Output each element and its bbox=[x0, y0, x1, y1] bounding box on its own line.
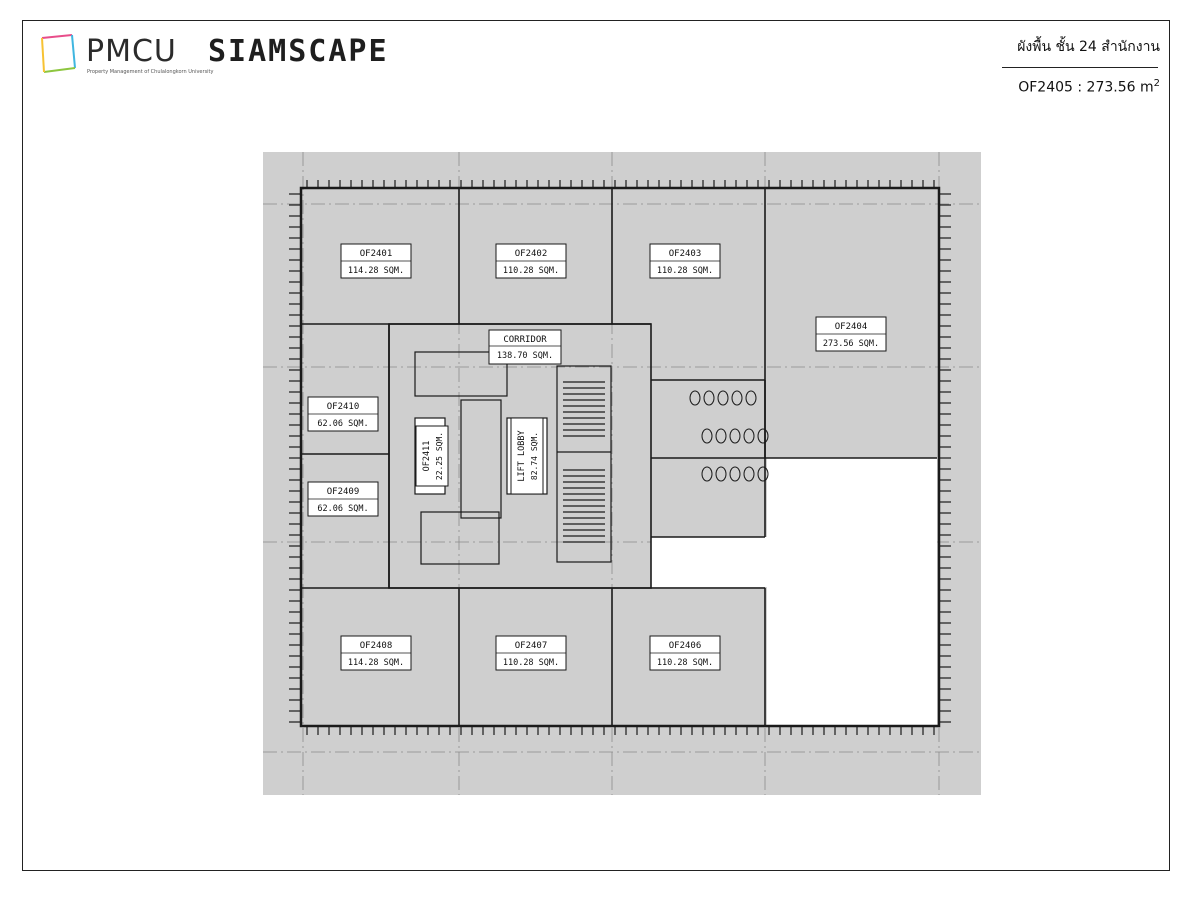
lift-lobby-label: LIFT LOBBY 82.74 SQM. bbox=[510, 417, 544, 495]
lobby-area: 82.74 SQM. bbox=[530, 432, 539, 480]
room-area: 110.28 SQM. bbox=[503, 658, 559, 668]
corridor-code: CORRIDOR bbox=[503, 335, 547, 345]
room-area: 110.28 SQM. bbox=[657, 658, 713, 668]
room-label: OF2401 114.28 SQM. bbox=[340, 243, 412, 279]
room-code: OF2406 bbox=[669, 641, 702, 651]
corridor-area: 138.70 SQM. bbox=[497, 351, 553, 361]
room-label: OF2404 273.56 SQM. bbox=[815, 316, 887, 352]
brand-subtitle: Property Management of Chulalongkorn Uni… bbox=[87, 69, 214, 75]
plan-title: ผังพื้น ชั้น 24 สำนักงาน bbox=[1017, 39, 1160, 55]
partner-logo: SIAMSCAPE bbox=[208, 34, 389, 69]
pmcu-logo-icon bbox=[41, 34, 76, 73]
of2411-area: 22.25 SQM. bbox=[435, 432, 444, 480]
room-label: OF2403 110.28 SQM. bbox=[649, 243, 721, 279]
room-label: OF2407 110.28 SQM. bbox=[495, 635, 567, 671]
room-code: OF2409 bbox=[327, 487, 360, 497]
title-divider bbox=[1002, 67, 1158, 68]
room-code: OF2402 bbox=[515, 249, 548, 259]
corridor-label: CORRIDOR 138.70 SQM. bbox=[488, 329, 562, 365]
of2411-code: OF2411 bbox=[422, 441, 432, 472]
unit-area-label: OF2405 : 273.56 m2 bbox=[1018, 78, 1160, 96]
room-code: OF2410 bbox=[327, 402, 360, 412]
room-area: 110.28 SQM. bbox=[657, 266, 713, 276]
room-code: OF2401 bbox=[360, 249, 393, 259]
brand-name: PMCU bbox=[86, 34, 177, 69]
unit-code: OF2405 : 273.56 m bbox=[1018, 79, 1154, 96]
room-code: OF2407 bbox=[515, 641, 548, 651]
room-area: 114.28 SQM. bbox=[348, 266, 404, 276]
room-area: 273.56 SQM. bbox=[823, 339, 879, 349]
room-area: 114.28 SQM. bbox=[348, 658, 404, 668]
room-label: OF2409 62.06 SQM. bbox=[307, 481, 379, 517]
room-label: OF2402 110.28 SQM. bbox=[495, 243, 567, 279]
room-code: OF2403 bbox=[669, 249, 702, 259]
room-code: OF2404 bbox=[835, 322, 868, 332]
room-code: OF2408 bbox=[360, 641, 393, 651]
room-area: 62.06 SQM. bbox=[317, 504, 368, 514]
lobby-code: LIFT LOBBY bbox=[517, 430, 527, 481]
room-area: 62.06 SQM. bbox=[317, 419, 368, 429]
room-label: OF2408 114.28 SQM. bbox=[340, 635, 412, 671]
room-area: 110.28 SQM. bbox=[503, 266, 559, 276]
page-frame bbox=[22, 20, 1170, 871]
room-label: OF2410 62.06 SQM. bbox=[307, 396, 379, 432]
unit-superscript: 2 bbox=[1153, 78, 1160, 89]
room-label: OF2406 110.28 SQM. bbox=[649, 635, 721, 671]
of2411-label: OF2411 22.25 SQM. bbox=[415, 425, 449, 487]
